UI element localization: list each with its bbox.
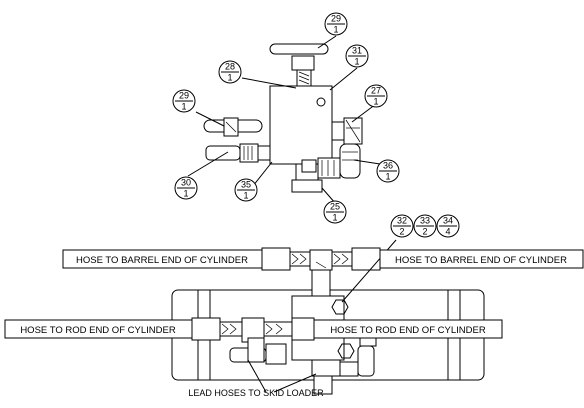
balloon-item-number: 35 bbox=[241, 180, 251, 190]
lead-hose-fittings bbox=[229, 319, 377, 395]
mounting-hole bbox=[316, 97, 326, 107]
hose-label-barrel-right: HOSE TO BARREL END OF CYLINDER bbox=[379, 249, 584, 269]
elbow-fitting-right-lower bbox=[339, 143, 361, 179]
balloon-qty: 1 bbox=[227, 73, 232, 83]
balloon-qty: 1 bbox=[333, 25, 338, 35]
balloon-item-35: 351 bbox=[234, 178, 258, 202]
fitting-right-upper bbox=[331, 117, 363, 145]
valve-block bbox=[269, 85, 333, 165]
balloon-item-number: 29 bbox=[331, 14, 341, 24]
balloon-qty: 1 bbox=[385, 172, 390, 182]
balloon-item-36: 361 bbox=[376, 159, 400, 183]
lead-hoses-label: LEAD HOSES TO SKID LOADER bbox=[188, 388, 324, 398]
balloon-qty: 2 bbox=[422, 227, 427, 237]
balloon-item-25: 251 bbox=[323, 200, 347, 224]
svg-text:HOSE TO ROD END OF CYLINDER: HOSE TO ROD END OF CYLINDER bbox=[20, 325, 176, 336]
balloon-item-34: 344 bbox=[436, 214, 460, 238]
hose-label-rod-right: HOSE TO ROD END OF CYLINDER bbox=[313, 319, 503, 339]
balloon-qty: 1 bbox=[332, 213, 337, 223]
balloon-item-30: 301 bbox=[174, 176, 198, 200]
balloon-qty: 1 bbox=[243, 191, 248, 201]
balloon-item-31: 311 bbox=[345, 44, 369, 68]
balloon-item-32: 322 bbox=[390, 214, 414, 238]
balloon-qty: 1 bbox=[183, 189, 188, 199]
bottom-fitting-stack bbox=[291, 157, 341, 193]
balloon-item-27: 271 bbox=[364, 84, 388, 108]
balloon-item-number: 31 bbox=[352, 46, 362, 56]
balloon-item-number: 36 bbox=[383, 161, 393, 171]
hose-label-barrel-left: HOSE TO BARREL END OF CYLINDER bbox=[62, 249, 263, 269]
balloon-item-29: 291 bbox=[172, 89, 196, 113]
balloon-item-28: 281 bbox=[218, 60, 242, 84]
rod-end-hose-fittings bbox=[191, 317, 315, 343]
balloon-qty: 1 bbox=[181, 102, 186, 112]
hose-label-rod-left: HOSE TO ROD END OF CYLINDER bbox=[4, 319, 193, 339]
balloon-item-number: 33 bbox=[420, 216, 430, 226]
svg-text:HOSE TO BARREL END OF CYLINDER: HOSE TO BARREL END OF CYLINDER bbox=[76, 255, 248, 266]
svg-text:HOSE TO BARREL END OF CYLINDER: HOSE TO BARREL END OF CYLINDER bbox=[395, 255, 567, 266]
balloon-item-29: 291 bbox=[324, 12, 348, 36]
balloon-item-number: 32 bbox=[397, 216, 407, 226]
barrel-end-hose-fittings bbox=[261, 247, 381, 297]
balloon-item-number: 28 bbox=[225, 62, 235, 72]
balloon-item-number: 27 bbox=[371, 86, 381, 96]
elbow-fitting-left bbox=[205, 143, 271, 163]
balloon-qty: 1 bbox=[373, 97, 378, 107]
balloon-item-number: 34 bbox=[443, 216, 453, 226]
balloon-qty: 1 bbox=[354, 57, 359, 67]
svg-text:HOSE TO ROD END OF CYLINDER: HOSE TO ROD END OF CYLINDER bbox=[330, 325, 486, 336]
balloon-item-number: 25 bbox=[330, 202, 340, 212]
balloon-item-33: 332 bbox=[413, 214, 437, 238]
balloon-qty: 2 bbox=[399, 227, 404, 237]
balloon-item-number: 29 bbox=[179, 91, 189, 101]
valve-assembly-top-view bbox=[187, 35, 381, 205]
balloon-item-number: 30 bbox=[181, 178, 191, 188]
balloon-qty: 4 bbox=[445, 227, 450, 237]
t-handle-valve-top bbox=[269, 43, 329, 87]
